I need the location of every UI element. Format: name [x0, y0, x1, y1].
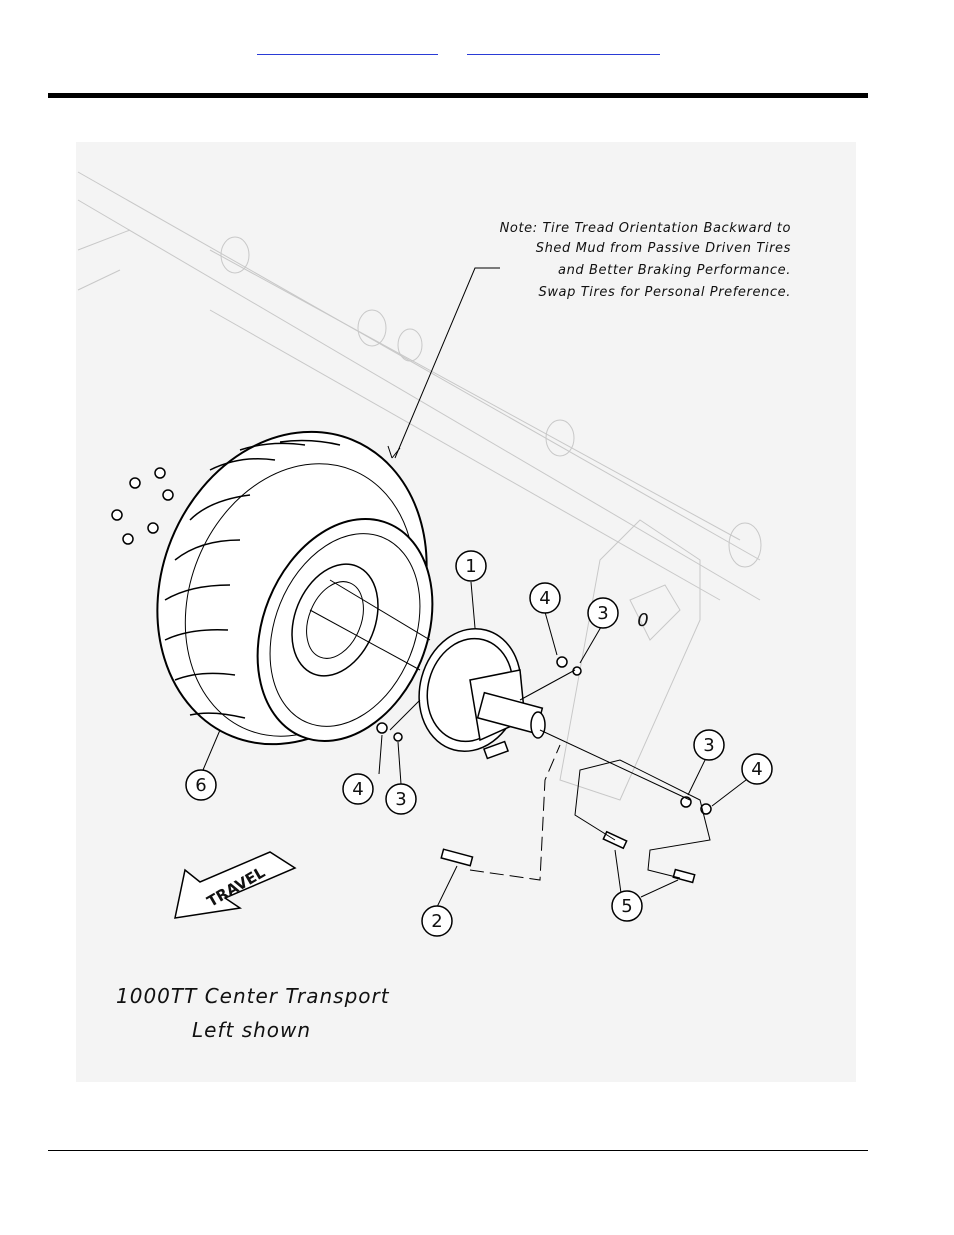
caption-line-2: Left shown [192, 1018, 311, 1042]
frame-letter: 0 [637, 610, 648, 631]
note-line-3: and Better Braking Performance. [558, 263, 791, 278]
footer-rule [48, 1150, 868, 1151]
callout-2: 2 [431, 911, 442, 932]
travel-arrow: TRAVEL [175, 852, 295, 918]
callout-4b: 4 [352, 779, 363, 800]
callout-3b: 3 [395, 789, 406, 810]
caption-line-1: 1000TT Center Transport [116, 984, 390, 1008]
callout-3c: 3 [703, 735, 714, 756]
callout-4a: 4 [539, 588, 550, 609]
tire [112, 391, 473, 785]
callout-5: 5 [621, 896, 632, 917]
lug-nuts [112, 468, 173, 544]
callout-1: 1 [465, 556, 476, 577]
note-line-4: Swap Tires for Personal Preference. [538, 285, 791, 300]
callout-3a: 3 [597, 603, 608, 624]
callout-4c: 4 [751, 759, 762, 780]
note-line-1: Note: Tire Tread Orientation Backward to [500, 221, 791, 236]
note-line-2: Shed Mud from Passive Driven Tires [536, 241, 791, 256]
callout-6: 6 [195, 775, 206, 796]
